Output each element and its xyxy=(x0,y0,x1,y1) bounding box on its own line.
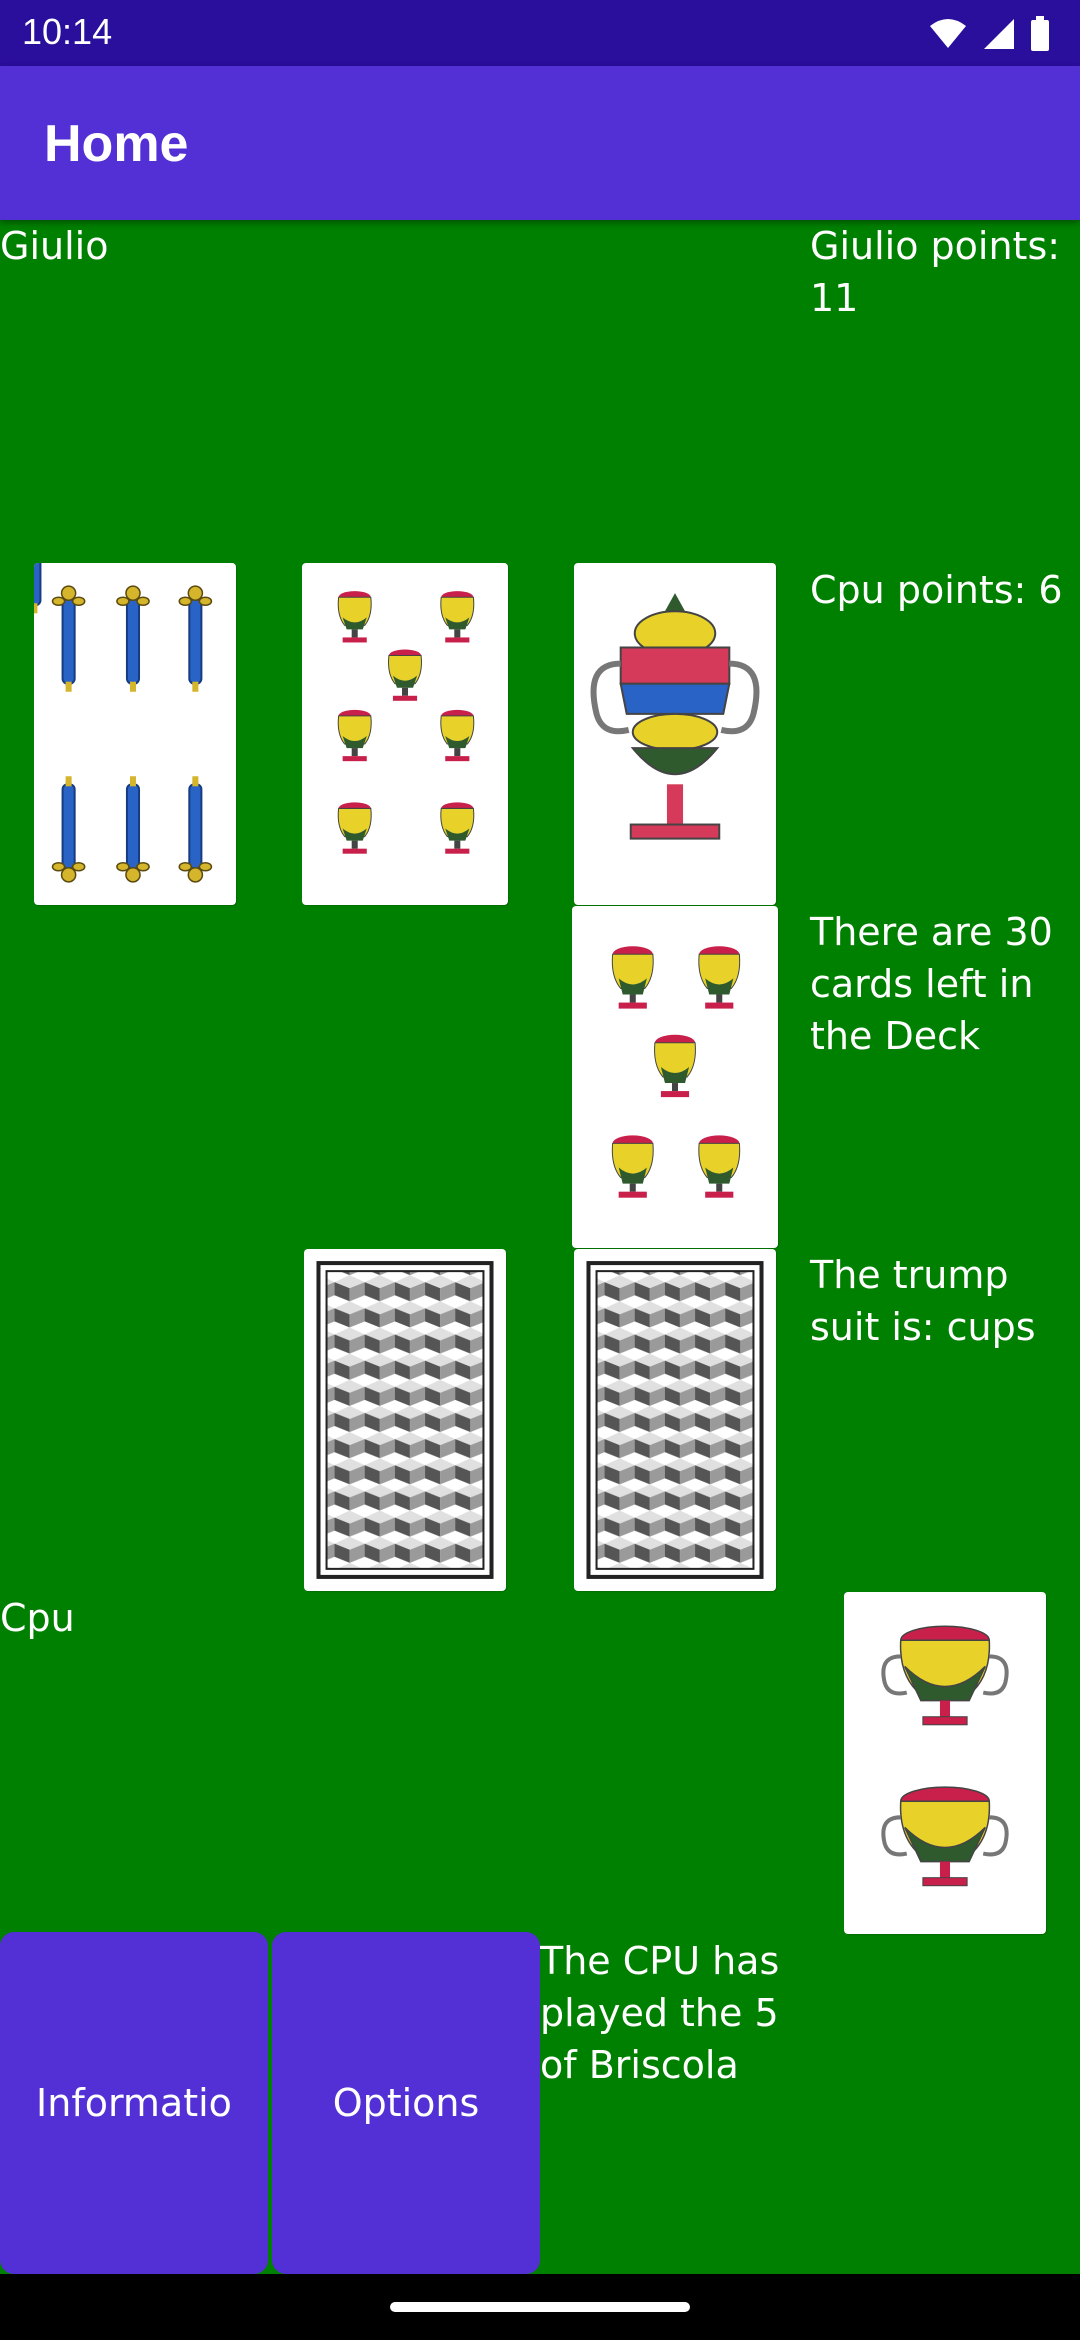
card-back-pattern xyxy=(586,1261,764,1579)
player-card-6-of-swords[interactable] xyxy=(34,563,236,905)
status-bar: 10:14 xyxy=(0,0,1080,66)
signal-icon xyxy=(984,19,1014,49)
trump-card-2-of-cups xyxy=(844,1592,1046,1934)
cups-suit-icon xyxy=(337,590,475,855)
card-back-pattern xyxy=(316,1261,494,1579)
cups-suit-icon xyxy=(611,945,741,1199)
deck-info-label: There are 30 cards left in the Deck xyxy=(810,910,1053,1058)
played-card-5-of-cups xyxy=(572,906,778,1248)
app-bar: Home xyxy=(0,66,1080,220)
player-card-7-of-cups[interactable] xyxy=(302,563,508,905)
cpu-card-back xyxy=(304,1249,506,1591)
cpu-card-back xyxy=(574,1249,776,1591)
player-points-label: Giulio points: 11 xyxy=(810,224,1061,320)
status-time: 10:14 xyxy=(22,11,113,52)
game-table: Giulio Giulio points: 11 Cpu points: 6 T… xyxy=(0,220,1080,2274)
home-gesture-handle[interactable] xyxy=(390,2302,690,2312)
status-icons xyxy=(928,14,1050,54)
cups-suit-icon xyxy=(844,1592,1046,1934)
player-card-ace-of-cups[interactable] xyxy=(574,563,776,905)
battery-icon xyxy=(1031,16,1049,51)
app-title: Home xyxy=(44,115,189,173)
information-button[interactable]: Informatio xyxy=(0,1932,268,2274)
cups-suit-icon xyxy=(590,593,760,840)
navigation-bar xyxy=(0,2274,1080,2340)
trump-info-label: The trump suit is: cups xyxy=(810,1253,1036,1349)
cpu-name-label: Cpu xyxy=(0,1596,75,1640)
wifi-icon xyxy=(930,19,966,48)
swords-suit-icon xyxy=(34,563,213,883)
options-button[interactable]: Options xyxy=(272,1932,540,2274)
cpu-points-label: Cpu points: 6 xyxy=(810,568,1063,612)
player-name-label: Giulio xyxy=(0,224,109,268)
cpu-message-label: The CPU has played the 5 of Briscola xyxy=(540,1939,780,2087)
